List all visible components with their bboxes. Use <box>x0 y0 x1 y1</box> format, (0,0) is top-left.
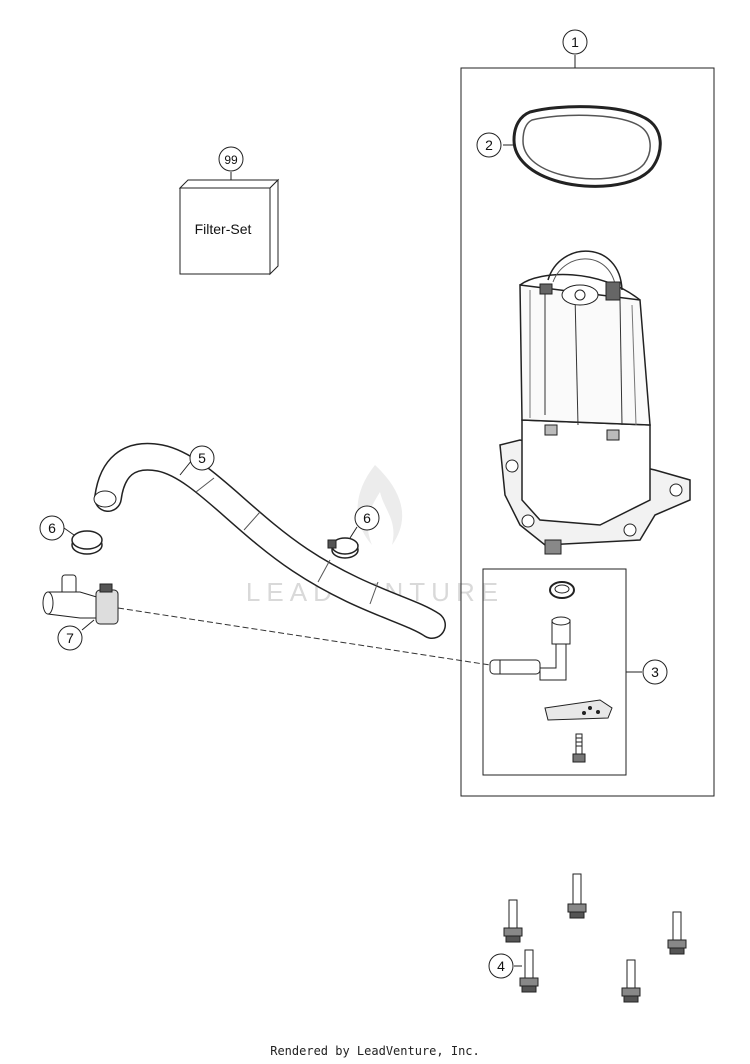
bolt <box>503 899 523 943</box>
callout-1-label: 1 <box>571 34 579 50</box>
callout-6-left-label: 6 <box>48 520 56 536</box>
callout-5[interactable]: 5 <box>189 445 215 471</box>
filter-set-label: Filter-Set <box>195 221 252 237</box>
callout-7-label: 7 <box>66 630 74 646</box>
filter-set-box: Filter-Set <box>178 178 280 276</box>
watermark-flame-icon <box>357 465 403 545</box>
leader-line-6a <box>63 527 75 536</box>
bolt <box>567 873 587 919</box>
leader-line-7 <box>81 619 95 631</box>
fuel-pump <box>499 250 691 555</box>
callout-7[interactable]: 7 <box>57 625 83 651</box>
callout-4-label: 4 <box>497 958 505 974</box>
callout-99[interactable]: 99 <box>218 146 244 172</box>
callout-5-label: 5 <box>198 450 206 466</box>
callout-1[interactable]: 1 <box>562 29 588 55</box>
callout-2[interactable]: 2 <box>476 132 502 158</box>
bolt <box>667 911 687 955</box>
callout-3-label: 3 <box>651 664 659 680</box>
bolt <box>519 949 539 993</box>
leader-line-5 <box>179 459 193 476</box>
callout-6-left[interactable]: 6 <box>39 515 65 541</box>
fuel-pump-assembly-frame <box>460 67 715 797</box>
callout-6-right[interactable]: 6 <box>354 505 380 531</box>
bolts <box>503 873 687 1003</box>
leader-line-6b <box>349 526 358 539</box>
connector-parts <box>489 581 613 763</box>
hose-clamp-left <box>71 530 103 555</box>
gasket <box>512 105 662 188</box>
quick-connector <box>42 574 119 625</box>
fuel-hose <box>93 442 446 639</box>
callout-4[interactable]: 4 <box>488 953 514 979</box>
callout-6-right-label: 6 <box>363 510 371 526</box>
footer-credit: Rendered by LeadVenture, Inc. <box>270 1044 480 1058</box>
callout-3[interactable]: 3 <box>642 659 668 685</box>
callout-2-label: 2 <box>485 137 493 153</box>
callout-99-label: 99 <box>224 153 238 167</box>
bolt <box>621 959 641 1003</box>
hose-clamp-right <box>327 537 359 559</box>
